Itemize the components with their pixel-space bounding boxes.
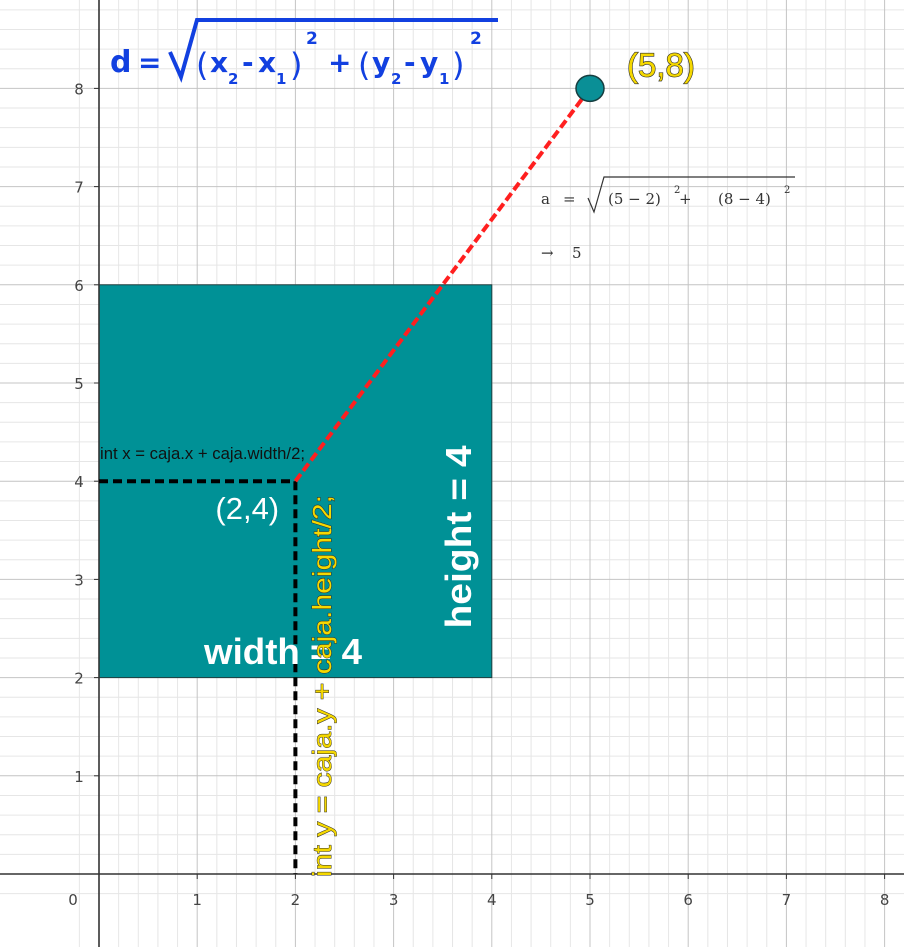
radical-sign bbox=[168, 18, 498, 83]
y-tick-label: 2 bbox=[74, 670, 84, 688]
x-tick-label: 4 bbox=[487, 891, 497, 909]
formula-lhs: d bbox=[110, 45, 131, 80]
x-tick-label: 8 bbox=[880, 891, 890, 909]
x-tick-label: 6 bbox=[683, 891, 693, 909]
algebra-exp-2: 2 bbox=[784, 185, 790, 196]
target-point bbox=[575, 74, 605, 103]
y-tick-label: 4 bbox=[74, 473, 84, 491]
formula-minus-2: - bbox=[404, 46, 416, 79]
annotations: (5,8) (2,4) int x = caja.x + caja.width/2;… bbox=[99, 46, 695, 877]
width-label: width = 4 bbox=[203, 631, 362, 672]
formula-sub-y2: 2 bbox=[391, 70, 401, 88]
formula-sub-y1: 1 bbox=[439, 70, 449, 88]
y-tick-label: 7 bbox=[74, 179, 84, 197]
formula-y2: y bbox=[372, 46, 390, 79]
distance-segment bbox=[293, 87, 592, 483]
x-tick-label: 1 bbox=[192, 891, 202, 909]
formula-sub2: 2 bbox=[228, 70, 238, 88]
formula-equals: = bbox=[138, 46, 161, 79]
formula-x1: x bbox=[258, 46, 276, 79]
y-tick-label: 8 bbox=[74, 80, 84, 98]
x-tick-label: 2 bbox=[291, 891, 301, 909]
y-tick-label: 1 bbox=[74, 768, 84, 786]
algebra-result: 5 bbox=[572, 244, 582, 262]
algebra-name: a bbox=[541, 190, 550, 208]
algebra-readout: a = (5 − 2) 2 + (8 − 4) 2 → 5 bbox=[541, 176, 795, 262]
formula-exp-1: 2 bbox=[306, 29, 318, 49]
algebra-term-2: (8 − 4) bbox=[718, 190, 771, 208]
algebra-exp-1: 2 bbox=[674, 185, 680, 196]
formula-y1: y bbox=[420, 46, 438, 79]
formula-sub1: 1 bbox=[276, 70, 286, 88]
x-tick-label: 3 bbox=[389, 891, 399, 909]
paren-close: ) bbox=[290, 46, 302, 84]
code-x-annotation: int x = caja.x + caja.width/2; bbox=[100, 444, 305, 463]
paren-close-2: ) bbox=[452, 46, 464, 84]
tick-labels: 0 1 2 3 4 5 6 7 8 1 2 3 4 5 6 7 8 bbox=[68, 80, 889, 909]
formula-plus: + bbox=[328, 46, 351, 79]
y-tick-label: 6 bbox=[74, 277, 84, 295]
algebra-plus: + bbox=[679, 190, 692, 208]
center-label: (2,4) bbox=[215, 491, 279, 526]
point-label: (5,8) bbox=[627, 46, 695, 83]
y-tick-label: 5 bbox=[74, 375, 84, 393]
x-tick-label: 7 bbox=[782, 891, 792, 909]
distance-formula: d = ( x 2 - x 1 ) 2 + ( y 2 - y 1 ) 2 bbox=[110, 18, 498, 88]
formula-minus-1: - bbox=[242, 46, 254, 79]
x-tick-label: 5 bbox=[585, 891, 595, 909]
algebra-radical bbox=[587, 176, 795, 214]
x-tick-label: 0 bbox=[68, 891, 78, 909]
formula-exp-2: 2 bbox=[470, 29, 482, 49]
algebra-equals: = bbox=[563, 190, 576, 208]
paren-open-2: ( bbox=[358, 46, 370, 84]
y-tick-label: 3 bbox=[74, 571, 84, 589]
algebra-arrow: → bbox=[541, 244, 554, 262]
formula-x2: x bbox=[210, 46, 228, 79]
code-y-annotation: int y = caja.y + caja.height/2; bbox=[307, 495, 337, 877]
paren-open: ( bbox=[196, 46, 208, 84]
algebra-term-1: (5 − 2) bbox=[608, 190, 661, 208]
height-label: height = 4 bbox=[438, 446, 479, 629]
